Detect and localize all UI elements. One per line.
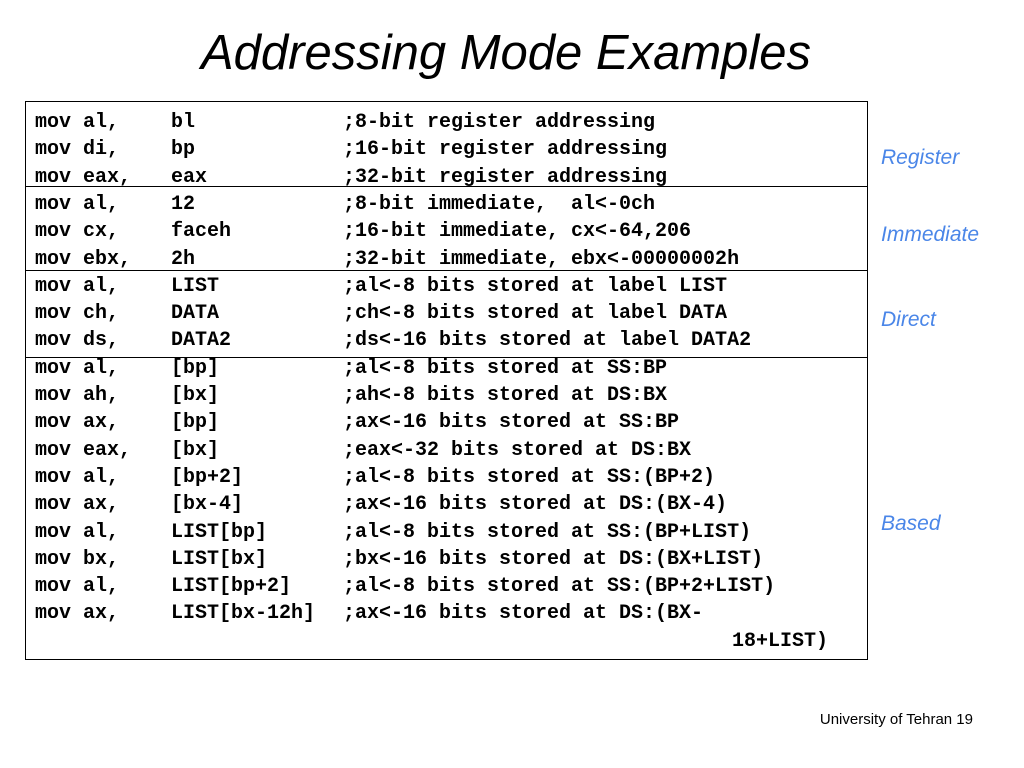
code-operand: LIST[bx]: [171, 547, 268, 571]
code-instruction: mov ebx,: [35, 247, 132, 271]
code-comment: ;16-bit immediate, cx<-64,206: [343, 220, 692, 244]
group-divider-register-immediate: [26, 186, 867, 187]
code-operand: [bp+2]: [171, 465, 244, 489]
code-instruction: mov ds,: [35, 329, 120, 353]
code-instruction: mov al,: [35, 575, 120, 599]
code-line: mov ds, DATA2 ;ds<-16 bits stored at label…: [35, 327, 751, 354]
code-comment: ;16-bit register addressing: [343, 138, 668, 162]
slide-title: Addressing Mode Examples: [200, 26, 812, 80]
group-divider-immediate-direct: [26, 270, 867, 271]
code-comment: ;ax<-16 bits stored at DS:(BX-: [343, 602, 704, 626]
code-instruction: mov ax,: [35, 493, 120, 517]
code-instruction: mov eax,: [35, 438, 132, 462]
code-comment: ;al<-8 bits stored at label LIST: [343, 274, 728, 298]
code-line: mov ax, LIST[bx-12h] ;ax<-16 bits stored a…: [35, 600, 703, 627]
code-operand: LIST[bx-12h]: [171, 602, 316, 626]
code-continuation-line: 18+LIST): [732, 630, 829, 653]
code-line: mov eax, eax ;32-bit register addressing: [35, 164, 667, 191]
code-line: mov al, LIST ;al<-8 bits stored at label L…: [35, 273, 727, 300]
code-operand: [bx]: [171, 384, 220, 407]
code-instruction: mov ah,: [35, 384, 120, 407]
code-comment: ;bx<-16 bits stored at DS:(BX+LIST): [343, 547, 764, 571]
mode-label-immediate: Immediate: [881, 223, 980, 246]
code-line: mov al, [bp+2] ;al<-8 bits stored at SS:(B…: [35, 464, 715, 491]
code-comment: ;eax<-32 bits stored at DS:BX: [343, 438, 692, 462]
code-instruction: mov cx,: [35, 220, 120, 244]
code-line: mov di, bp ;16-bit register addressing: [35, 136, 667, 163]
code-operand: faceh: [171, 220, 232, 244]
code-line: mov al, 12 ;8-bit immediate, al<-0ch: [35, 191, 655, 218]
code-operand: 12: [171, 192, 196, 216]
code-instruction: mov bx,: [35, 547, 120, 571]
code-instruction: mov ax,: [35, 411, 120, 435]
code-line: mov ah, [bx] ;ah<-8 bits stored at DS:BX: [35, 382, 667, 409]
code-comment: ;al<-8 bits stored at SS:(BP+2): [343, 465, 716, 489]
code-comment: ;8-bit register addressing: [343, 111, 656, 134]
code-operand: [bx]: [171, 438, 220, 462]
code-operand: [bp]: [171, 356, 220, 380]
mode-label-based: Based: [881, 512, 941, 535]
code-comment: ;32-bit register addressing: [343, 165, 668, 189]
code-line: mov al, [bp] ;al<-8 bits stored at SS:BP: [35, 355, 667, 382]
code-operand: DATA: [171, 302, 220, 326]
code-instruction: mov ch,: [35, 302, 120, 326]
code-line: mov al, LIST[bp+2] ;al<-8 bits stored at S…: [35, 573, 775, 600]
code-instruction: mov al,: [35, 520, 120, 544]
code-comment: ;ds<-16 bits stored at label DATA2: [343, 329, 752, 353]
code-instruction: mov eax,: [35, 165, 132, 189]
code-instruction: mov al,: [35, 192, 120, 216]
code-line: mov ax, [bp] ;ax<-16 bits stored at SS:BP: [35, 409, 679, 436]
code-line: mov eax, [bx] ;eax<-32 bits stored at DS:B…: [35, 437, 691, 464]
code-operand: LIST[bp]: [171, 520, 268, 544]
code-comment: ;ax<-16 bits stored at SS:BP: [343, 411, 680, 435]
code-comment: ;32-bit immediate, ebx<-00000002h: [343, 247, 740, 271]
code-comment: ;ah<-8 bits stored at DS:BX: [343, 384, 668, 407]
code-comment: ;al<-8 bits stored at SS:(BP+LIST): [343, 520, 752, 544]
code-comment: ;al<-8 bits stored at SS:(BP+2+LIST): [343, 575, 776, 599]
code-comment: ;ax<-16 bits stored at DS:(BX-4): [343, 493, 728, 517]
slide-footer: University of Tehran 19: [819, 711, 973, 728]
code-line: mov bx, LIST[bx] ;bx<-16 bits stored at DS…: [35, 546, 763, 573]
code-line: mov ax, [bx-4] ;ax<-16 bits stored at DS:(…: [35, 491, 727, 518]
code-line: mov ebx, 2h ;32-bit immediate, ebx<-000000…: [35, 246, 739, 273]
code-instruction: mov al,: [35, 356, 120, 380]
code-comment: ;ch<-8 bits stored at label DATA: [343, 302, 728, 326]
code-operand: LIST[bp+2]: [171, 575, 292, 599]
code-operand: DATA2: [171, 329, 232, 353]
code-line: mov al, LIST[bp] ;al<-8 bits stored at SS:…: [35, 519, 751, 546]
mode-label-direct: Direct: [881, 308, 936, 331]
group-divider-direct-based: [26, 357, 867, 358]
code-instruction: mov ax,: [35, 602, 120, 626]
code-line: mov ch, DATA ;ch<-8 bits stored at label D…: [35, 300, 727, 327]
code-comment: ;al<-8 bits stored at SS:BP: [343, 356, 668, 380]
code-operand: 2h: [171, 247, 196, 271]
code-operand: eax: [171, 165, 208, 189]
code-instruction: mov di,: [35, 138, 120, 162]
code-operand: [bx-4]: [171, 493, 244, 517]
code-line: mov al, bl ;8-bit register addressing: [35, 109, 655, 136]
code-operand: [bp]: [171, 411, 220, 435]
code-operand: LIST: [171, 274, 220, 298]
code-line: mov cx, faceh ;16-bit immediate, cx<-64,20…: [35, 218, 691, 245]
code-operand: bp: [171, 138, 196, 162]
code-comment: ;8-bit immediate, al<-0ch: [343, 192, 656, 216]
code-instruction: mov al,: [35, 274, 120, 298]
code-operand: bl: [171, 111, 196, 134]
mode-label-register: Register: [881, 146, 960, 169]
code-instruction: mov al,: [35, 465, 120, 489]
code-instruction: mov al,: [35, 111, 120, 134]
